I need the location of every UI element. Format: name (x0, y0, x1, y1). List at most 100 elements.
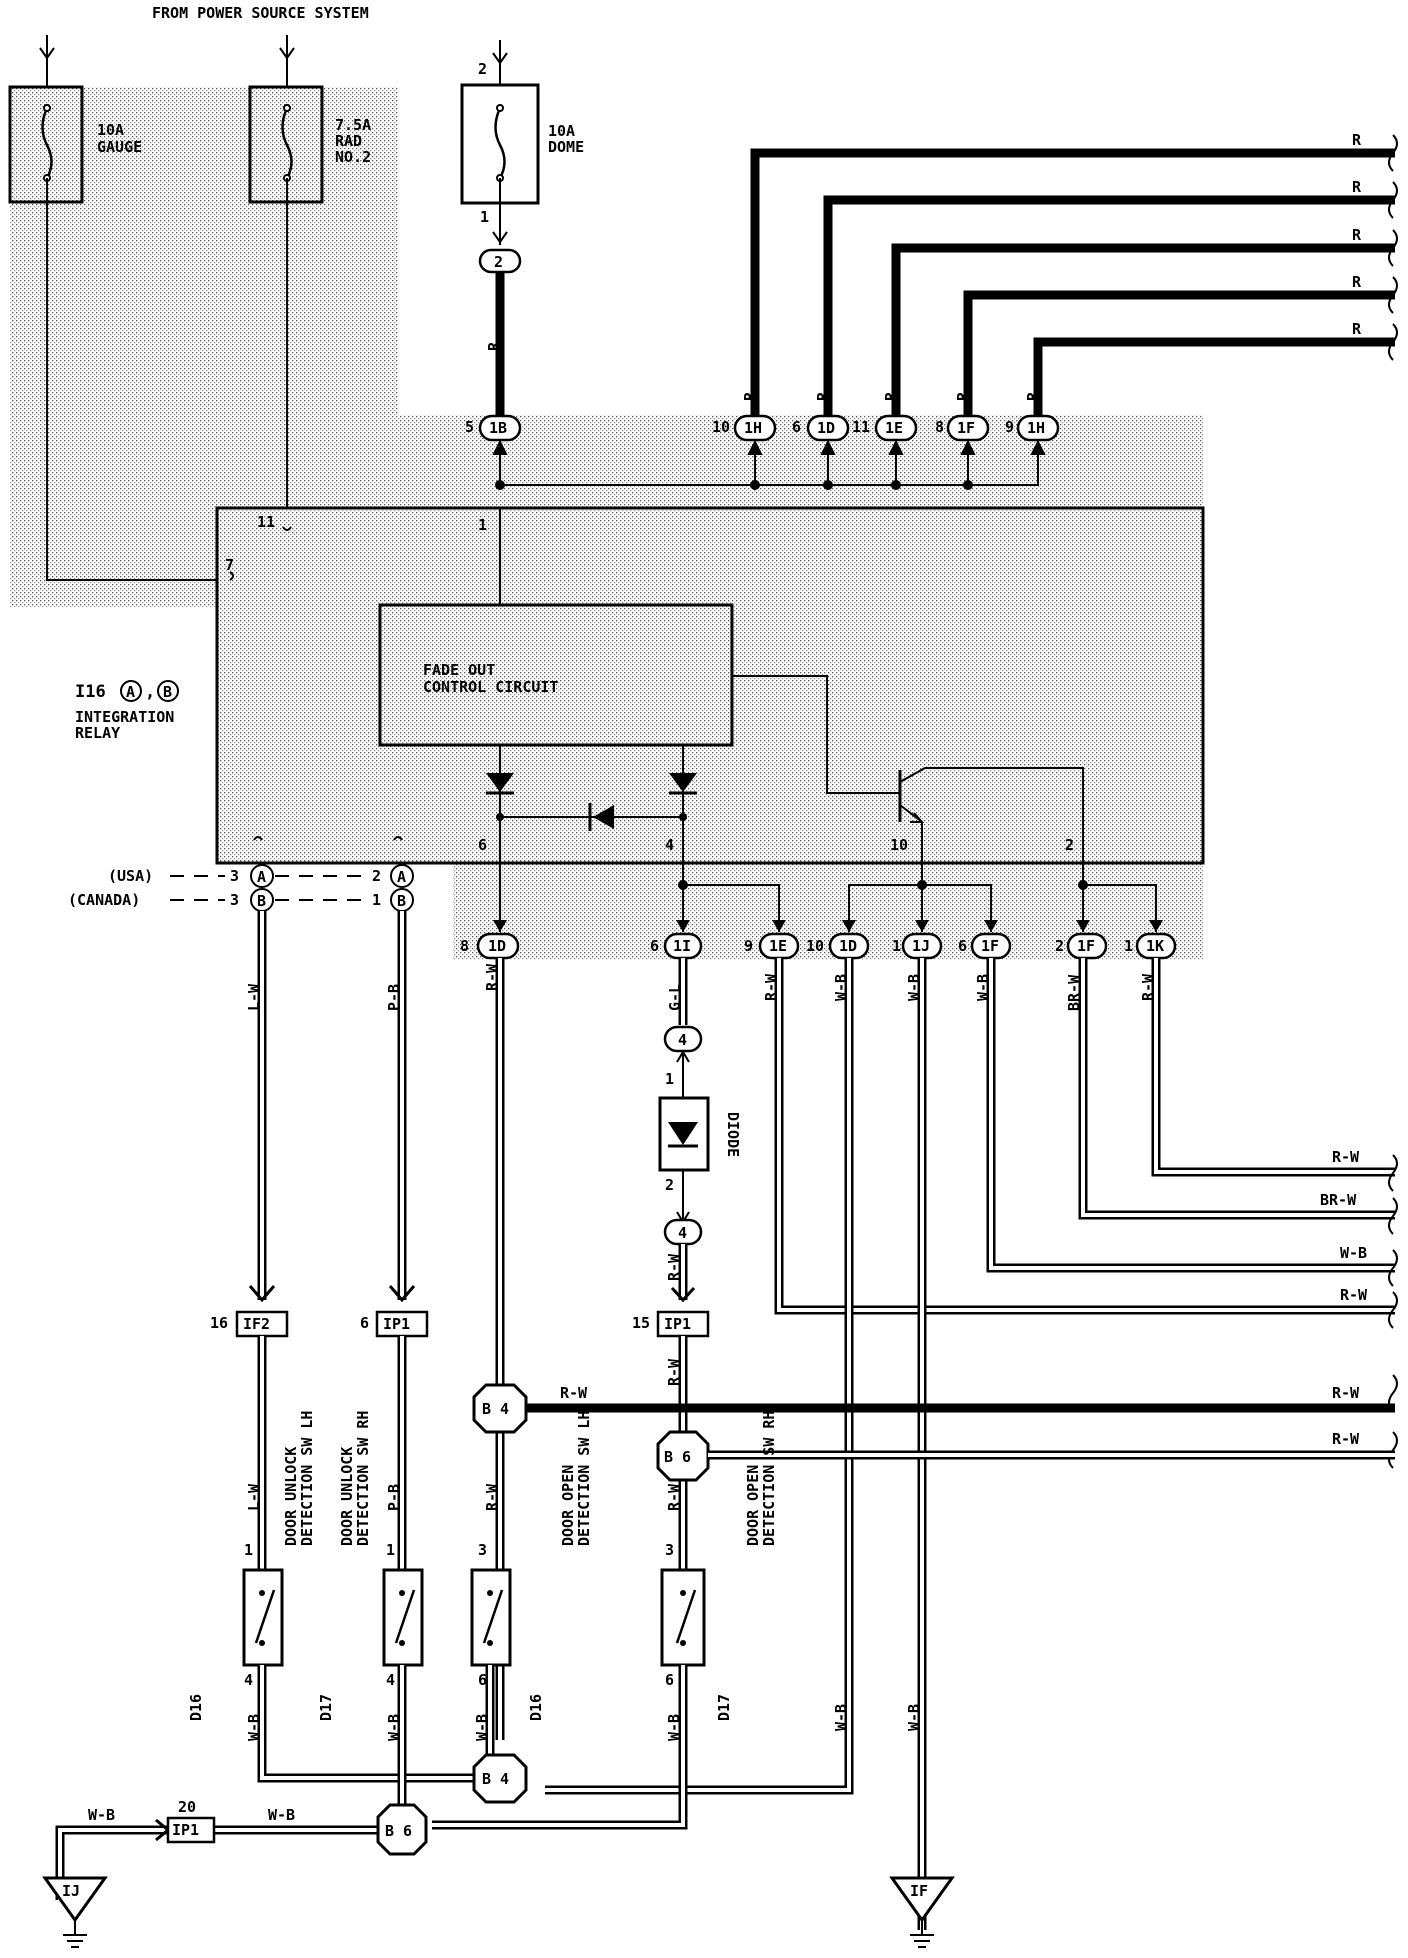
svg-text:R: R (1024, 391, 1042, 401)
svg-text:DOOR OPEN: DOOR OPEN (559, 1465, 577, 1546)
svg-text:1: 1 (386, 1541, 395, 1559)
svg-text:GAUGE: GAUGE (97, 138, 142, 156)
svg-text:DOOR UNLOCK: DOOR UNLOCK (282, 1447, 300, 1546)
svg-text:5: 5 (465, 418, 474, 436)
svg-text:IF: IF (910, 1882, 928, 1900)
connector-2: 2 (478, 248, 522, 274)
svg-text:I16: I16 (75, 682, 106, 702)
svg-text:2: 2 (1055, 937, 1064, 955)
variant-usa: (USA) 3 A 2 A (108, 864, 414, 888)
svg-text:IJ: IJ (62, 1882, 80, 1900)
svg-text:3: 3 (478, 1541, 487, 1559)
svg-text:6: 6 (792, 418, 801, 436)
splice-b4-top: B 4 R-W R-W (472, 1383, 1395, 1434)
svg-text:15: 15 (632, 1314, 650, 1332)
svg-text:1: 1 (480, 208, 489, 226)
svg-text:R: R (741, 391, 759, 401)
svg-text:1I: 1I (673, 937, 691, 955)
svg-text:6: 6 (665, 1671, 674, 1689)
switch-d16-unlock: 1 4 DOOR UNLOCK DETECTION SW LH D16 (187, 1411, 316, 1721)
junction-connectors: 16 IF2 6 IP1 15 IP1 (210, 1310, 710, 1338)
svg-text:4: 4 (678, 1224, 687, 1242)
svg-text:R-W: R-W (483, 1483, 501, 1511)
svg-text:10: 10 (806, 937, 824, 955)
svg-text:B 4: B 4 (482, 1400, 509, 1418)
svg-text:R: R (1352, 178, 1362, 196)
svg-text:1: 1 (478, 516, 487, 534)
svg-text:1D: 1D (817, 419, 835, 437)
svg-text:2: 2 (665, 1176, 674, 1194)
svg-text:7: 7 (225, 556, 234, 574)
svg-text:R-W: R-W (560, 1384, 588, 1402)
svg-text:4: 4 (665, 836, 674, 854)
svg-text:INTEGRATION: INTEGRATION (75, 708, 174, 726)
svg-text:3: 3 (665, 1541, 674, 1559)
svg-text:R: R (1352, 273, 1362, 291)
svg-text:W-B: W-B (1340, 1244, 1367, 1262)
svg-text:A: A (126, 683, 135, 701)
svg-text:10A: 10A (548, 122, 575, 140)
svg-text:W-B: W-B (832, 974, 850, 1001)
svg-text:6: 6 (650, 937, 659, 955)
svg-text:DETECTION SW RH: DETECTION SW RH (354, 1411, 372, 1546)
svg-text:DETECTION SW LH: DETECTION SW LH (298, 1411, 316, 1546)
svg-text:1K: 1K (1146, 937, 1164, 955)
svg-text:4: 4 (244, 1671, 253, 1689)
svg-text:6: 6 (958, 937, 967, 955)
switch-d17-open: 3 6 DOOR OPEN DETECTION SW RH D17 (660, 1411, 778, 1721)
svg-text:4: 4 (386, 1671, 395, 1689)
svg-text:4: 4 (678, 1031, 687, 1049)
wire-ends-right (1388, 134, 1398, 361)
svg-text:W-B: W-B (832, 1704, 850, 1731)
svg-text:1H: 1H (744, 419, 762, 437)
svg-text:G-L: G-L (666, 984, 684, 1011)
svg-text:R: R (814, 391, 832, 401)
svg-text:A: A (257, 868, 266, 886)
connector-arrows (493, 920, 1163, 932)
splice-b6-bottom: B 6 (376, 1803, 428, 1856)
svg-text:R: R (1352, 131, 1362, 149)
svg-text:R-W: R-W (665, 1358, 683, 1386)
svg-text:DIODE: DIODE (724, 1112, 742, 1157)
fuse-gauge: 10A GAUGE (8, 35, 142, 204)
svg-text:R-W: R-W (1139, 973, 1157, 1001)
svg-text:P-B: P-B (385, 1484, 403, 1511)
splice-b4-bottom: B 4 (472, 1753, 528, 1804)
svg-text:D17: D17 (317, 1694, 335, 1721)
svg-text:R: R (1352, 226, 1362, 244)
svg-text:B 4: B 4 (482, 1770, 509, 1788)
svg-text:1E: 1E (885, 419, 903, 437)
svg-text:1F: 1F (981, 937, 999, 955)
svg-text:1E: 1E (769, 937, 787, 955)
switch-d16-open: 3 6 DOOR OPEN DETECTION SW LH D16 (470, 1411, 593, 1721)
svg-text:A: A (397, 868, 406, 886)
svg-text:R-W: R-W (1332, 1384, 1360, 1402)
integration-relay: 11 7 1 FADE OUT CONTROL CIRCUIT 6 4 10 2 (215, 506, 1205, 865)
svg-text:(USA): (USA) (108, 867, 153, 885)
left-wires: L-W P-B (245, 911, 416, 1303)
svg-text:R-W: R-W (665, 1253, 683, 1281)
svg-text:R-W: R-W (762, 973, 780, 1001)
svg-text:IF2: IF2 (243, 1315, 270, 1333)
svg-text:IP1: IP1 (383, 1315, 410, 1333)
svg-text:BR-W: BR-W (1065, 974, 1083, 1011)
bottom-wires: R-W G-L R-W W-B W-B W-B BR-W R-W R-W BR-… (483, 958, 1395, 1930)
svg-text:10: 10 (712, 418, 730, 436)
svg-text:1: 1 (244, 1541, 253, 1559)
svg-text:DETECTION SW RH: DETECTION SW RH (760, 1411, 778, 1546)
svg-text:W-B: W-B (974, 974, 992, 1001)
svg-text:B 6: B 6 (385, 1822, 412, 1840)
svg-text:20: 20 (178, 1798, 196, 1816)
header-title: FROM POWER SOURCE SYSTEM (152, 4, 369, 22)
svg-text:L-W: L-W (245, 1483, 263, 1511)
svg-text:1D: 1D (839, 937, 857, 955)
svg-text:BR-W: BR-W (1320, 1191, 1357, 1209)
diode-component: 4 1 DIODE 2 4 R-W (658, 1025, 742, 1303)
svg-text:10A: 10A (97, 121, 124, 139)
svg-text:D16: D16 (187, 1694, 205, 1721)
svg-text:B 6: B 6 (664, 1448, 691, 1466)
svg-text:1B: 1B (489, 419, 507, 437)
svg-text:NO.2: NO.2 (335, 148, 371, 166)
svg-text:2: 2 (478, 60, 487, 78)
svg-text:W-B: W-B (905, 974, 923, 1001)
